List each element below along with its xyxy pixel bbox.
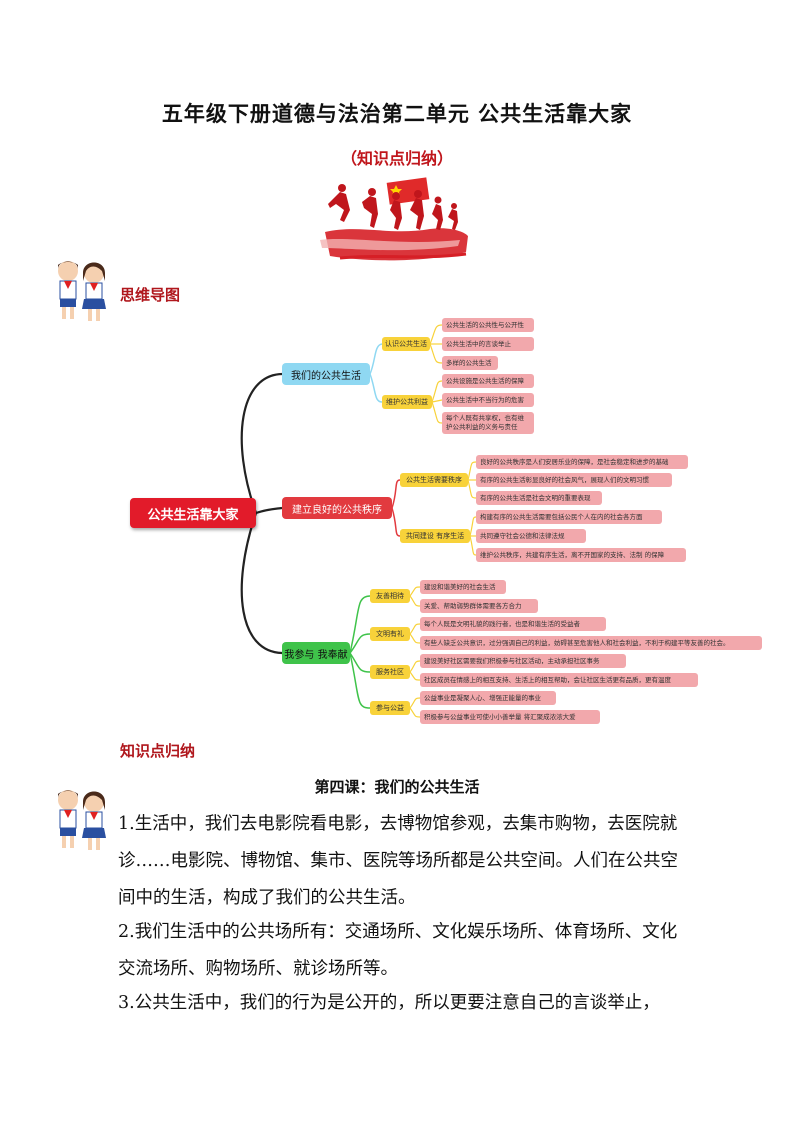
- mindmap-leaf: 维护公共秩序，共建有序生活，离不开国家的支持、法制 的保障: [476, 548, 686, 562]
- mindmap-heading: 思维导图: [120, 286, 181, 304]
- lesson-paragraph: 2.我们生活中的公共场所有：交通场所、文化娱乐场所、体育场所、文化交流场所、购物…: [118, 922, 678, 979]
- mindmap-sub-protect-public-interest: 维护公共利益: [382, 395, 432, 409]
- mindmap-leaf: 公共生活的公共性与公开性: [442, 318, 534, 332]
- lesson-paragraph: 3.公共生活中，我们的行为是公开的，所以更要注意自己的言谈举止，: [118, 993, 660, 1013]
- mindmap-leaf: 每个人既是文明礼貌的践行者，也是和谐生活的受益者: [420, 617, 606, 631]
- mindmap-leaf: 社区成员在情感上的相互支持、生活上的相互帮助，会让社区生活更有品质，更有温度: [420, 673, 698, 687]
- mindmap-leaf: 建设和谐美好的社会生活: [420, 580, 506, 594]
- mindmap-leaf: 构建有序的公共生活需要包括公民个人在内的社会各方面: [476, 510, 662, 524]
- mindmap-connectors: [240, 324, 477, 718]
- mindmap-center-node: 公共生活靠大家: [130, 498, 256, 528]
- knowledge-heading: 知识点归纳: [120, 742, 196, 760]
- mindmap-sub-build-order: 共同建设 有序生活: [400, 529, 470, 543]
- mindmap-sub-know-public-life: 认识公共生活: [382, 337, 430, 351]
- lesson-title: 第四课：我们的公共生活: [314, 778, 480, 796]
- runners-flag-illustration: [320, 177, 468, 261]
- students-icon: [58, 261, 106, 321]
- mindmap-leaf: 关爱、帮助弱势群体需要各方合力: [420, 599, 538, 613]
- mindmap-leaf: 公益事业是凝聚人心、增强正能量的事业: [420, 691, 556, 705]
- lesson-paragraph: 1.生活中，我们去电影院看电影，去博物馆参观，去集市购物，去医院就诊……电影院、…: [118, 814, 678, 908]
- mindmap-sub-charity: 参与公益: [370, 701, 410, 715]
- mindmap-branch-participate: 我参与 我奉献: [282, 642, 350, 664]
- mindmap-leaf: 多样的公共生活: [442, 356, 498, 370]
- mindmap-leaf: 良好的公共秩序是人们安居乐业的保障，是社会稳定和进步的基础: [476, 455, 688, 469]
- mindmap-leaf: 有序的公共生活是社会文明的重要表现: [476, 491, 602, 505]
- students-icon: [58, 790, 106, 850]
- mindmap-leaf: 每个人既有共享权，也有维护公共利益的义务与责任: [442, 412, 534, 434]
- mindmap-sub-community: 服务社区: [370, 665, 410, 679]
- mindmap-leaf: 公共生活中的言谈举止: [442, 337, 534, 351]
- mindmap-leaf: 公共生活中不当行为的危害: [442, 393, 534, 407]
- mindmap-sub-civil: 文明有礼: [370, 627, 410, 641]
- mindmap-sub-friendly: 友善相待: [370, 589, 410, 603]
- mindmap-leaf: 积极参与公益事业可使小小善举量 将汇聚成浓浓大爱: [420, 710, 600, 724]
- mindmap-leaf: 有些人缺乏公共意识，过分强调自己的利益，妨碍甚至危害他人和社会利益，不利于构建平…: [420, 636, 762, 650]
- mindmap-leaf: 共同遵守社会公德和法律法规: [476, 529, 586, 543]
- mindmap-leaf: 公共设施是公共生活的保障: [442, 374, 534, 388]
- mindmap-leaf: 建设美好社区需要我们积极参与社区活动，主动承担社区事务: [420, 654, 626, 668]
- mindmap-branch-public-order: 建立良好的公共秩序: [282, 497, 392, 519]
- page-subtitle: （知识点归纳）: [340, 149, 453, 168]
- mindmap-leaf: 有序的公共生活彰显良好的社会风气，展现人们的文明习惯: [476, 473, 672, 487]
- page-title: 五年级下册道德与法治第二单元 公共生活靠大家: [161, 101, 633, 126]
- mindmap-sub-needs-order: 公共生活需要秩序: [400, 473, 468, 487]
- mindmap-branch-public-life: 我们的公共生活: [282, 363, 370, 385]
